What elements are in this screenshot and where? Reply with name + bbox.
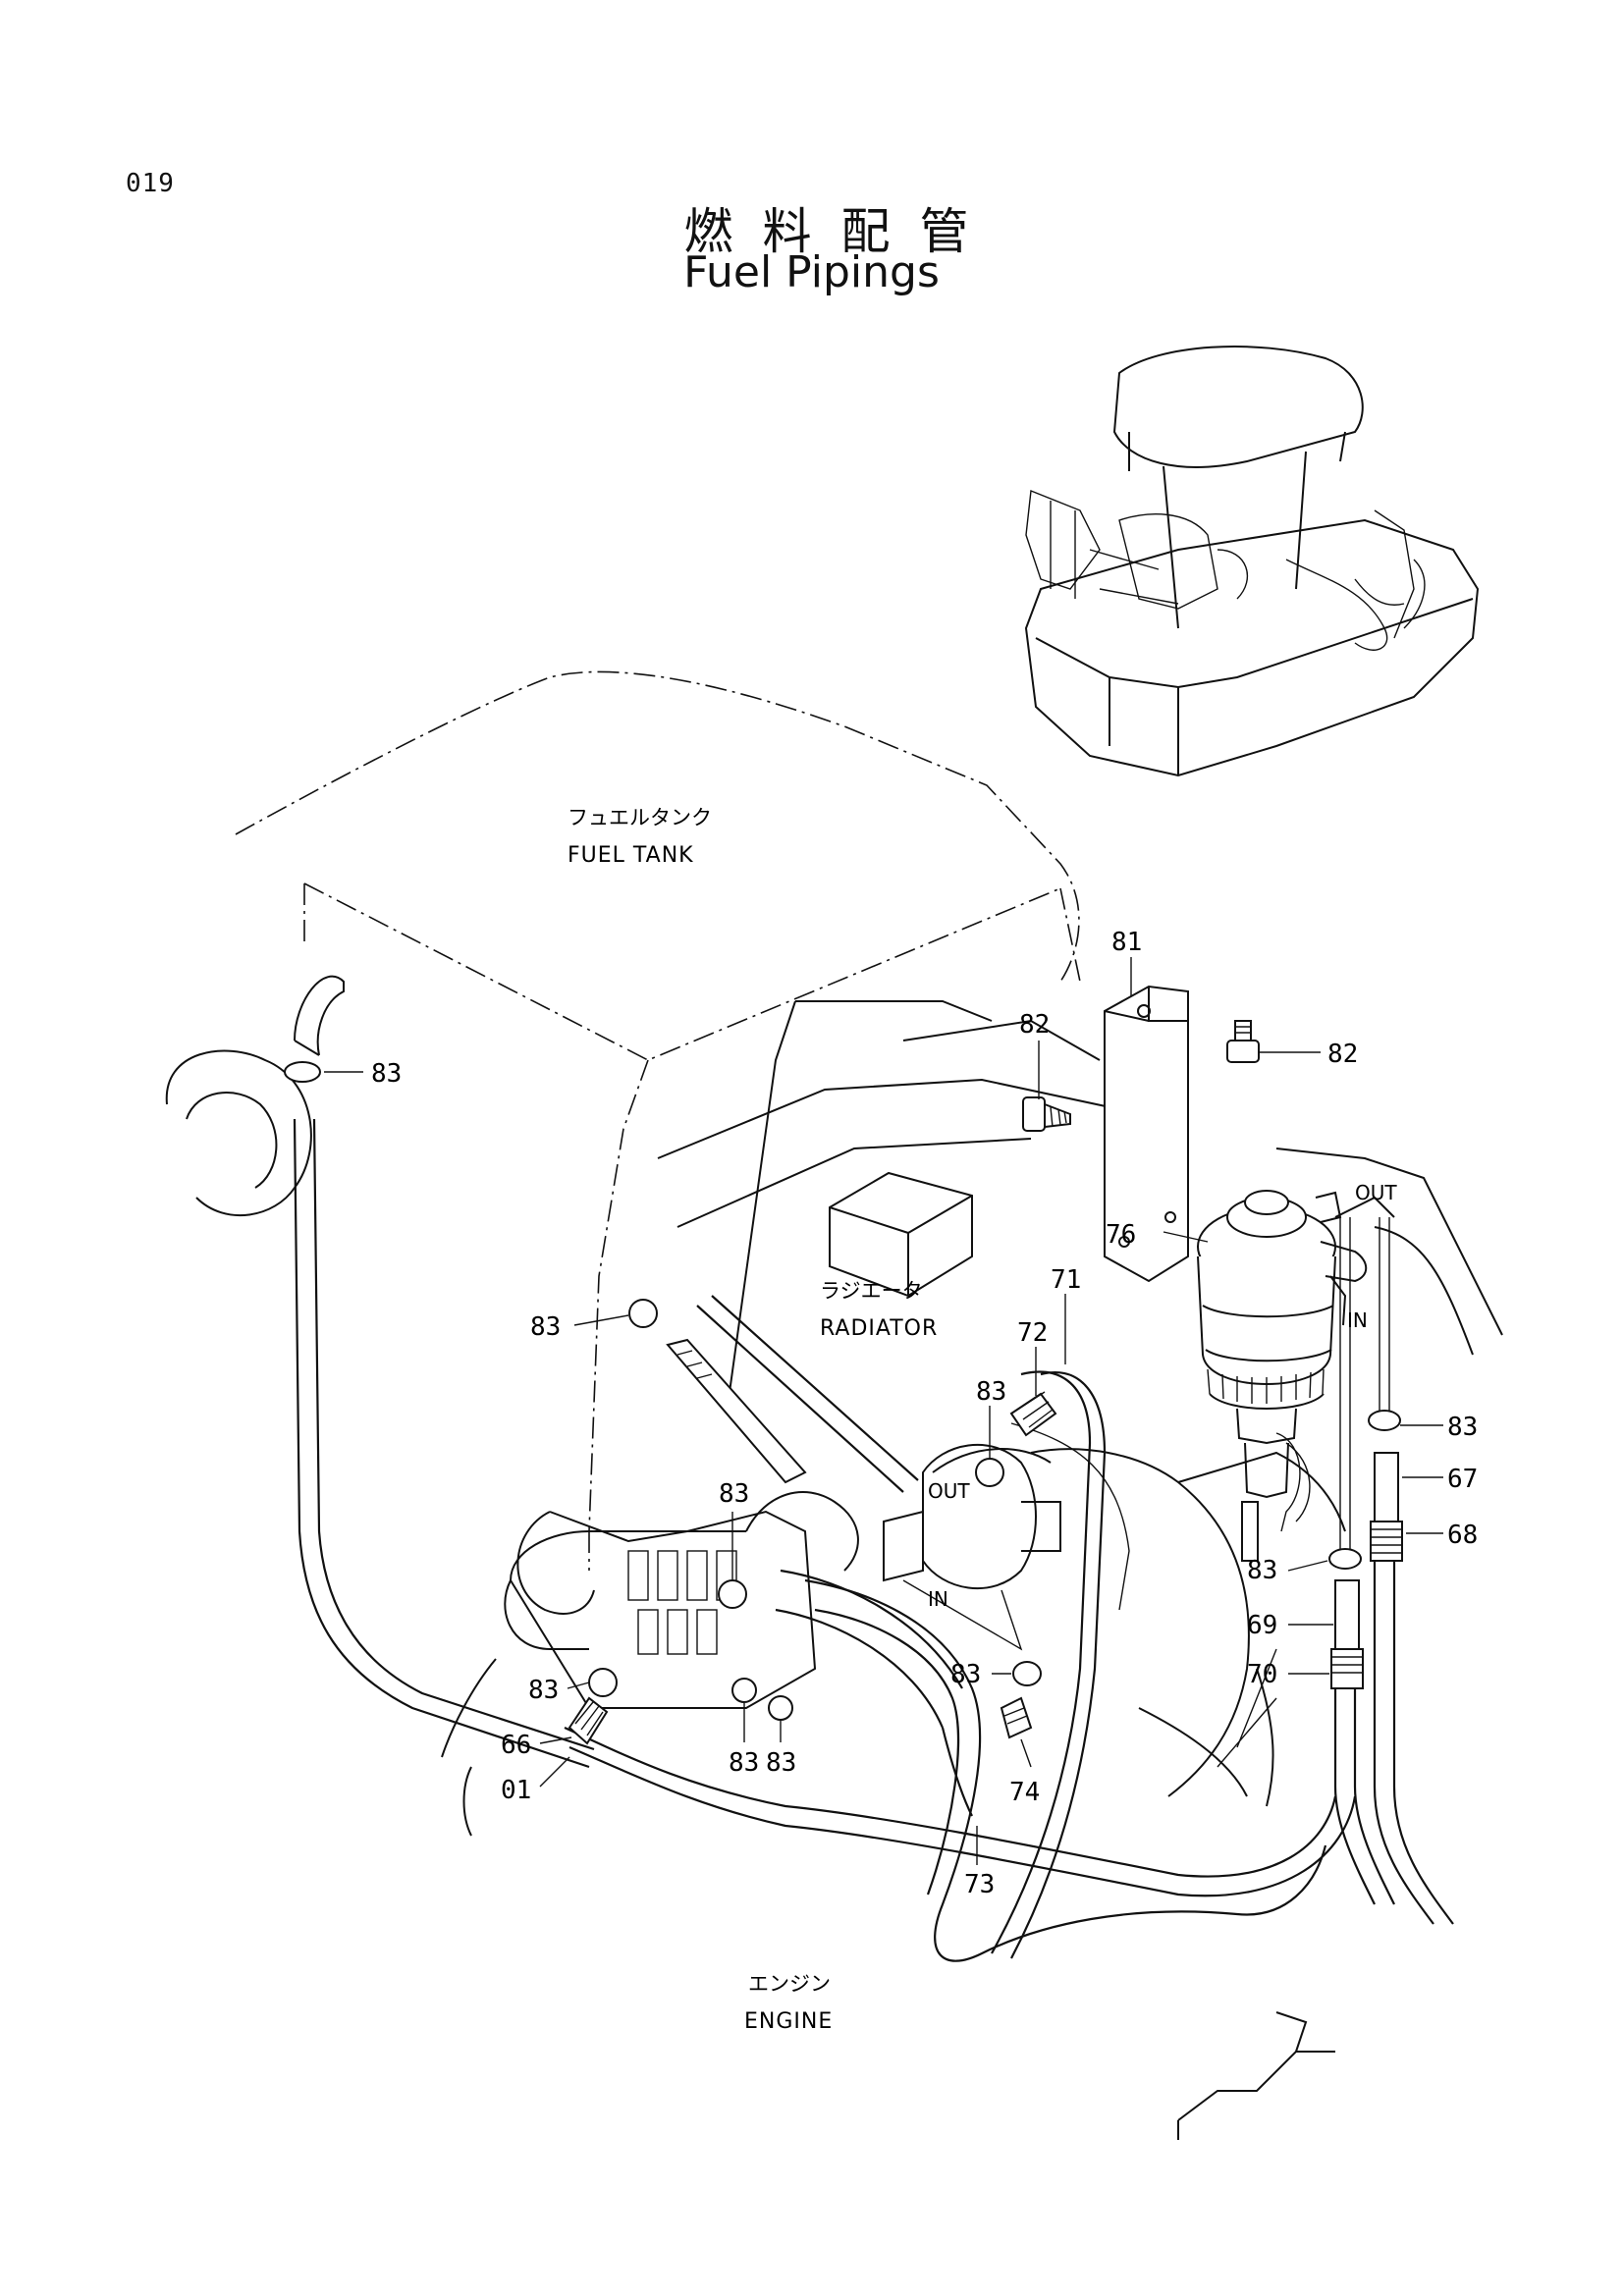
filter-in-label: IN: [1347, 1308, 1368, 1332]
callout-70: 70: [1247, 1660, 1277, 1689]
fuel-tank-label-jp: フュエルタンク: [568, 806, 712, 829]
pump-in-label: IN: [928, 1587, 948, 1611]
callout-74: 74: [1009, 1778, 1040, 1807]
callout-81: 81: [1111, 928, 1142, 957]
fuel-tank-outline: [235, 670, 1081, 1571]
callout-71: 71: [1051, 1265, 1081, 1295]
clamps-83: [284, 1061, 1401, 1721]
callout-73: 73: [964, 1870, 995, 1899]
callout-83-bottom-b: 83: [766, 1748, 796, 1778]
engine-label-jp: エンジン: [748, 1972, 831, 1996]
fuel-filter-76: [1197, 1190, 1395, 1562]
callout-83-left: 83: [528, 1676, 559, 1705]
callout-83-pump: 83: [976, 1377, 1006, 1407]
radiator-engine-body: [441, 1000, 1503, 2140]
callout-82-left: 82: [1019, 1010, 1050, 1040]
callout-83-bottom-a: 83: [729, 1748, 759, 1778]
callout-83-center: 83: [719, 1479, 749, 1509]
fuel-tank-label-en: FUEL TANK: [568, 843, 694, 868]
page-number: 019: [126, 169, 175, 198]
hose-fittings: [568, 1391, 1403, 1745]
injection-pump-cluster: [504, 1338, 1061, 1709]
callout-83-mid-right: 83: [950, 1660, 981, 1689]
callout-82-right: 82: [1327, 1040, 1358, 1069]
callout-67: 67: [1447, 1465, 1478, 1494]
fuel-hoses: [293, 1118, 1454, 1962]
machine-overview: [1024, 346, 1480, 777]
callout-76: 76: [1106, 1220, 1136, 1250]
screw-82: [1022, 1020, 1260, 1132]
bracket-81: [1104, 985, 1189, 1283]
callout-66: 66: [501, 1731, 531, 1760]
callout-83-right: 83: [1447, 1413, 1478, 1442]
callout-83-filler: 83: [371, 1059, 402, 1089]
tank-filler: [165, 975, 345, 1217]
engine-label-en: ENGINE: [744, 2009, 833, 2034]
page-title-en: Fuel Pipings: [683, 247, 940, 297]
callout-69: 69: [1247, 1611, 1277, 1640]
page-title-jp: 燃料配管: [683, 203, 999, 260]
callout-72: 72: [1017, 1318, 1048, 1348]
callout-68: 68: [1447, 1521, 1478, 1550]
filter-out-label: OUT: [1355, 1181, 1397, 1204]
radiator-label-jp: ラジエータ: [820, 1279, 923, 1303]
callout-83-lower-right: 83: [1247, 1556, 1277, 1585]
callout-83-upper-left: 83: [530, 1312, 561, 1342]
leader-lines: [324, 957, 1443, 1865]
pump-out-label: OUT: [928, 1479, 970, 1503]
radiator-label-en: RADIATOR: [820, 1316, 938, 1341]
callout-01: 01: [501, 1776, 531, 1805]
